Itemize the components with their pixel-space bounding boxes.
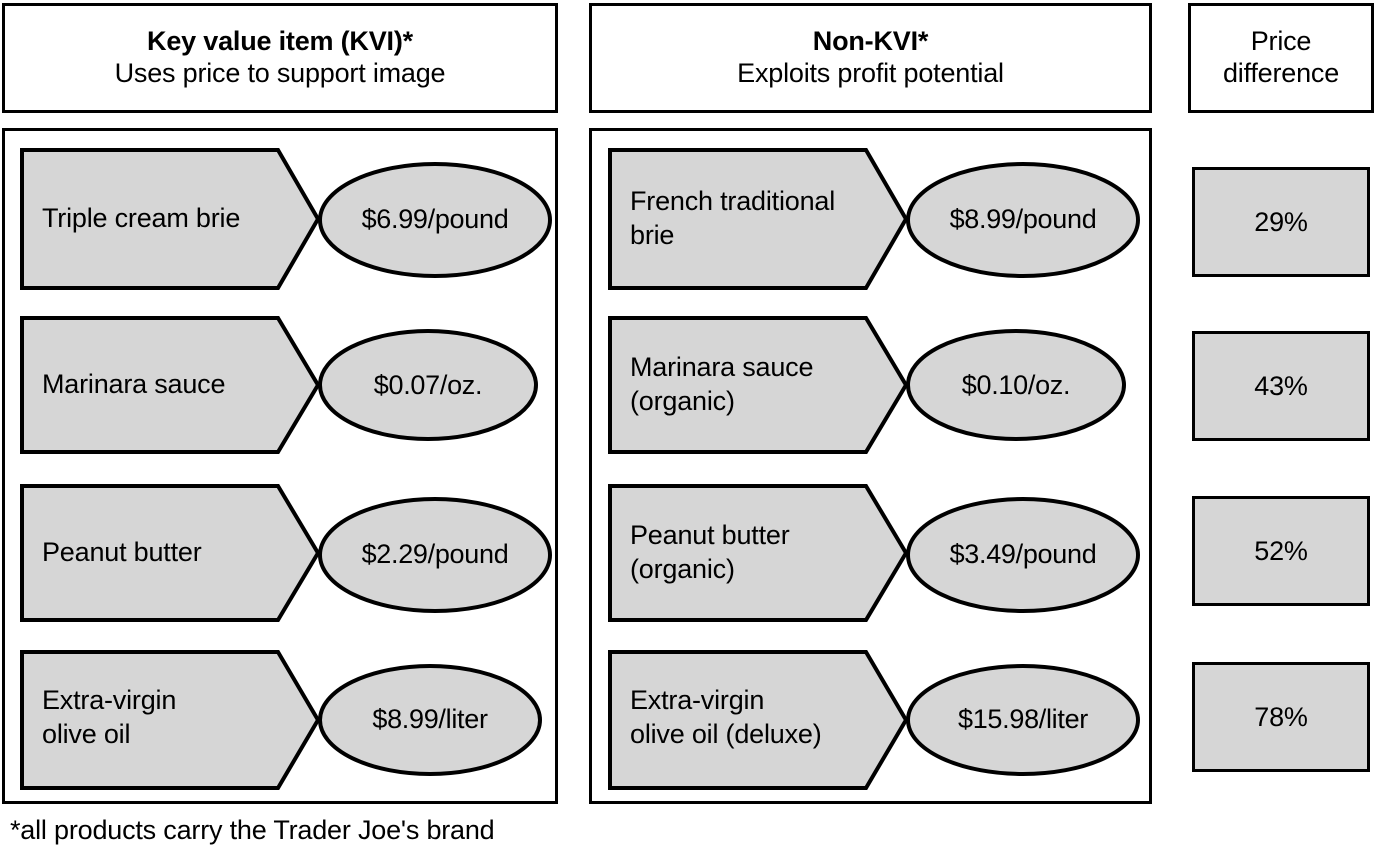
non-kvi-price-bubble-1 — [906, 162, 1140, 278]
kvi-product-shape-2 — [20, 316, 321, 454]
price-difference-value-2: 43% — [1254, 370, 1308, 401]
kvi-price-bubble-4 — [318, 664, 542, 776]
footnote: *all products carry the Trader Joe's bra… — [10, 815, 495, 845]
non-kvi-price-bubble-2 — [906, 329, 1126, 441]
price-difference-box-2: 43% — [1192, 331, 1370, 441]
kvi-product-shape-1 — [20, 148, 321, 290]
price-difference-box-4: 78% — [1192, 662, 1370, 772]
kvi-price-bubble-2 — [318, 329, 538, 441]
non-kvi-product-shape-2 — [608, 316, 909, 454]
header-non-kvi-title: Non-KVI* — [812, 26, 929, 57]
header-kvi: Key value item (KVI)* Uses price to supp… — [2, 3, 558, 113]
non-kvi-product-shape-3 — [608, 484, 909, 622]
kvi-product-shape-4 — [20, 650, 321, 790]
non-kvi-product-shape-4 — [608, 650, 909, 790]
header-kvi-title: Key value item (KVI)* — [147, 26, 413, 57]
header-price-difference-line2: difference — [1222, 58, 1340, 88]
kvi-price-bubble-1 — [318, 162, 552, 278]
price-difference-value-3: 52% — [1254, 535, 1308, 566]
price-difference-value-4: 78% — [1254, 701, 1308, 732]
header-kvi-subtitle: Uses price to support image — [114, 58, 446, 88]
non-kvi-price-bubble-4 — [906, 664, 1140, 776]
non-kvi-product-shape-1 — [608, 148, 909, 290]
price-difference-box-1: 29% — [1192, 167, 1370, 277]
header-non-kvi: Non-KVI* Exploits profit potential — [589, 3, 1152, 113]
kvi-price-bubble-3 — [318, 497, 552, 613]
header-non-kvi-subtitle: Exploits profit potential — [737, 58, 1004, 88]
price-difference-value-1: 29% — [1254, 206, 1308, 237]
kvi-product-shape-3 — [20, 484, 321, 622]
header-price-difference-line1: Price — [1250, 26, 1312, 57]
header-price-difference: Price difference — [1188, 3, 1374, 113]
price-difference-box-3: 52% — [1192, 496, 1370, 606]
non-kvi-price-bubble-3 — [906, 497, 1140, 613]
